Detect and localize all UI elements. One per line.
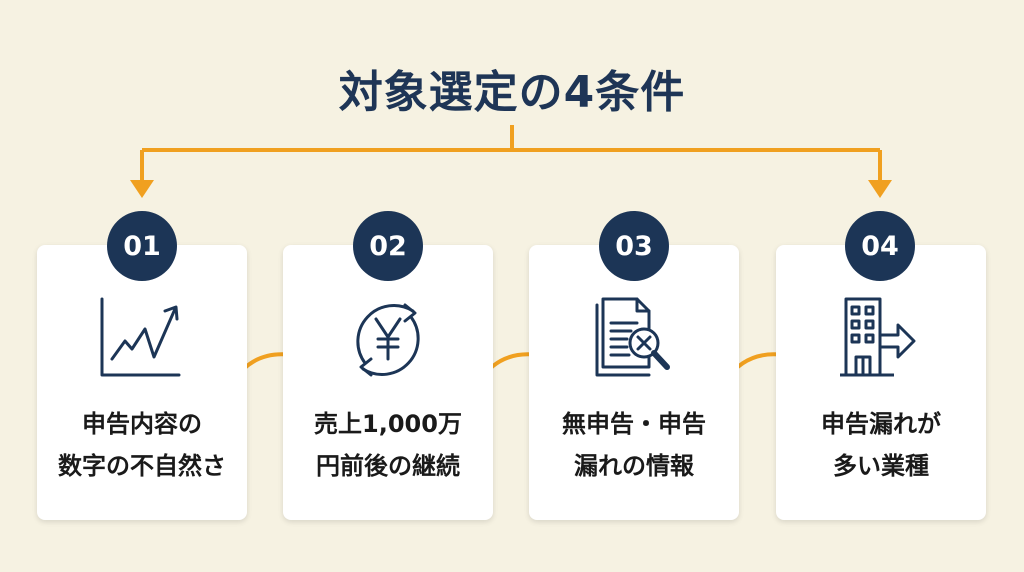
page-title: 対象選定の4条件 xyxy=(338,67,686,118)
arrowhead-right xyxy=(868,180,892,198)
arrowhead-left xyxy=(130,180,154,198)
label-line-1: 申告内容の xyxy=(82,410,202,438)
label-line-1: 申告漏れが xyxy=(821,410,941,438)
yen-cycle-icon xyxy=(356,303,420,377)
label-line-2: 多い業種 xyxy=(833,452,929,480)
number-badge-3: 03 xyxy=(599,211,669,281)
rising-chart-icon xyxy=(100,297,181,377)
label-line-2: 漏れの情報 xyxy=(574,452,694,480)
label-line-1: 売上1,000万 xyxy=(314,410,462,438)
label-line-1: 無申告・申告 xyxy=(562,410,706,438)
building-exit-icon xyxy=(840,297,916,377)
condition-card-4: 申告漏れが 多い業種 xyxy=(776,245,986,520)
label-line-2: 数字の不自然さ xyxy=(58,452,226,480)
condition-card-3: 無申告・申告 漏れの情報 xyxy=(529,245,739,520)
document-search-x-icon xyxy=(595,297,670,377)
number-badge-1: 01 xyxy=(107,211,177,281)
condition-card-2: 売上1,000万 円前後の継続 xyxy=(283,245,493,520)
label-line-2: 円前後の継続 xyxy=(316,452,460,480)
number-badge-4: 04 xyxy=(845,211,915,281)
bracket-connector xyxy=(140,125,882,182)
condition-label: 申告漏れが 多い業種 xyxy=(776,403,986,487)
number-badge-2: 02 xyxy=(353,211,423,281)
condition-label: 無申告・申告 漏れの情報 xyxy=(529,403,739,487)
condition-label: 申告内容の 数字の不自然さ xyxy=(37,403,247,487)
condition-label: 売上1,000万 円前後の継続 xyxy=(283,403,493,487)
condition-card-1: 申告内容の 数字の不自然さ xyxy=(37,245,247,520)
